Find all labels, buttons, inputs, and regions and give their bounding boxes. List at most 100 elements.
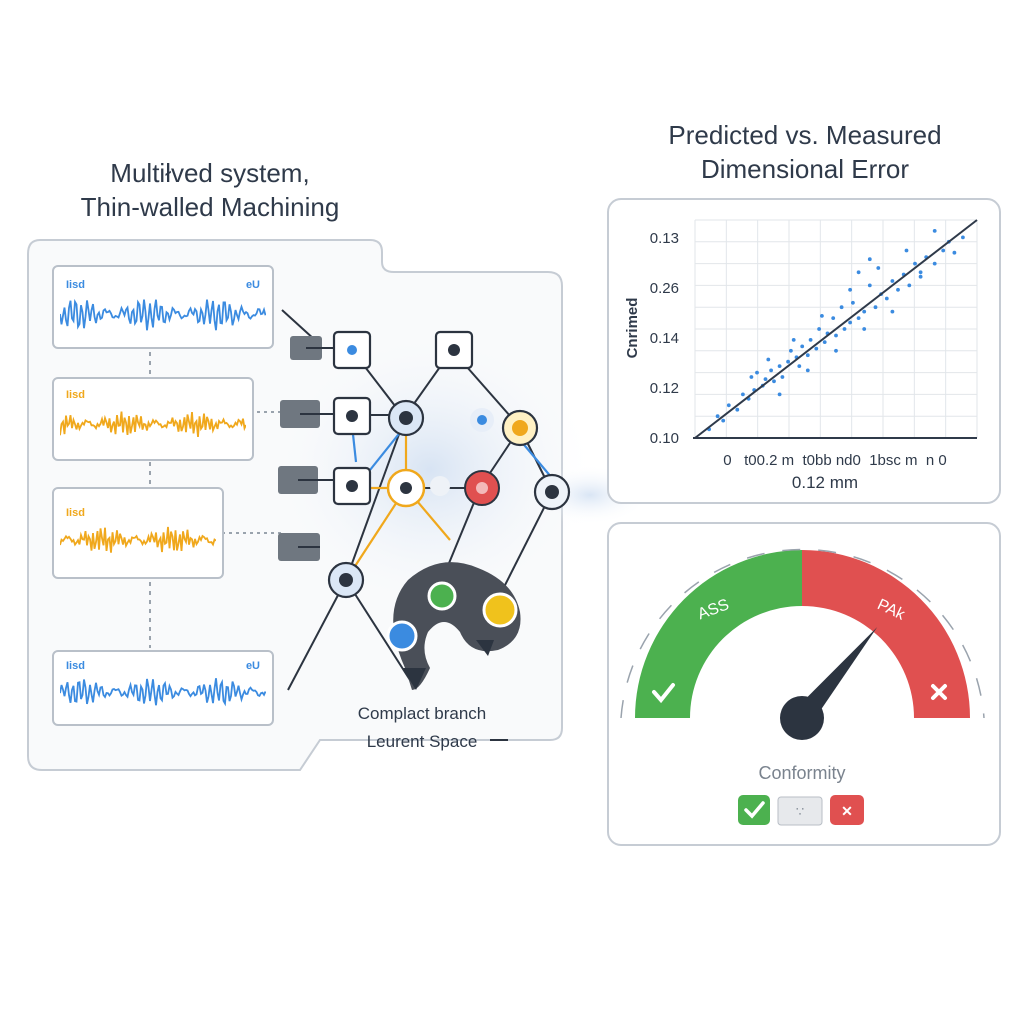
x-axis-ticks: 0 t00.2 m t0bb nd0 1bsc m n 0 — [723, 452, 946, 469]
y-tick-labels: 0.13 0.26 0.14 0.12 0.10 — [650, 230, 679, 447]
status-badge-fail: ✕ — [830, 795, 864, 825]
signal-card-2: Iisd — [52, 377, 254, 461]
data-point — [848, 320, 852, 325]
data-point — [808, 338, 813, 342]
status-badge-fail-icon: ✕ — [841, 803, 853, 819]
data-point — [800, 344, 805, 349]
data-point — [890, 309, 895, 314]
data-point — [805, 368, 810, 373]
data-point — [789, 348, 793, 353]
left-title-line1: Multiłved system, — [110, 158, 310, 188]
signal-tag-right: eU — [245, 660, 260, 672]
check-icon — [744, 801, 765, 819]
data-point — [867, 283, 872, 288]
data-point — [856, 316, 861, 320]
chart-title: Predicted vs. Measured Dimensional Error — [620, 118, 990, 186]
waveform-line — [60, 526, 216, 553]
data-point — [873, 305, 878, 310]
left-title-line2: Thin-walled Machining — [80, 192, 340, 222]
conformity-label: Conformity — [758, 763, 845, 783]
latent-caption: Complact branch Leurent Space — [322, 704, 522, 752]
x-axis-label: 0.12 mm — [792, 473, 858, 492]
data-point — [862, 327, 867, 331]
y-tick-label: 0.13 — [650, 230, 679, 247]
conformity-gauge: ASS PAk Conformity ∵ ✕ — [620, 548, 985, 826]
scatter-chart: 0.13 0.26 0.14 0.12 0.10 Cnrimed 0 t00.2 m t… — [624, 219, 978, 492]
signal-tag-left: Iisd — [66, 279, 85, 291]
data-point — [735, 407, 740, 412]
data-point — [834, 348, 838, 353]
data-point — [848, 287, 852, 292]
signal-card-3: Iisd — [52, 487, 224, 579]
data-point — [856, 270, 861, 275]
data-point — [820, 314, 824, 318]
signal-card-1: Iisd eU — [52, 265, 274, 349]
fit-line — [694, 219, 978, 439]
signal-card-4: Iisd eU — [52, 650, 274, 726]
gauge-hub — [780, 696, 824, 740]
data-point — [805, 353, 810, 358]
data-point — [834, 333, 838, 338]
data-point — [741, 392, 745, 397]
waveform-line — [60, 411, 246, 437]
data-point — [780, 375, 785, 379]
data-point — [904, 248, 909, 253]
signal-tag-right: eU — [245, 279, 260, 291]
status-badge-pass — [738, 795, 770, 825]
gauge-pass-arc — [635, 550, 802, 718]
gauge-fail-arc — [802, 550, 970, 718]
check-icon — [652, 683, 675, 704]
data-point — [896, 287, 900, 292]
data-point — [763, 377, 768, 381]
data-point — [715, 414, 720, 419]
left-title: Multiłved system, Thin-walled Machining — [40, 156, 380, 224]
data-point — [817, 327, 821, 331]
data-point — [749, 375, 754, 379]
signal-tag-left: Iisd — [66, 389, 85, 401]
waveform-line — [60, 678, 266, 707]
waveform-blue — [60, 678, 266, 707]
y-axis-label: Cnrimed — [624, 298, 641, 359]
data-point — [766, 357, 771, 362]
data-point — [814, 346, 819, 351]
data-point — [842, 327, 847, 331]
signal-tag-left: Iisd — [66, 507, 85, 519]
data-point — [721, 418, 726, 423]
data-point — [851, 300, 855, 305]
data-point — [791, 338, 796, 342]
y-tick-label: 0.12 — [650, 380, 679, 397]
data-point — [918, 270, 923, 275]
data-point — [777, 364, 782, 368]
waveform-line — [60, 298, 266, 331]
close-icon — [931, 684, 947, 700]
data-point — [932, 229, 937, 233]
data-point — [839, 305, 844, 310]
data-point — [862, 309, 867, 314]
chart-title-line2: Dimensional Error — [700, 154, 910, 184]
y-tick-label: 0.14 — [650, 330, 679, 347]
latent-caption-line1: Complact branch — [357, 704, 487, 723]
data-point — [884, 296, 889, 301]
latent-caption-line2: Leurent Space — [366, 732, 478, 751]
data-point — [755, 370, 759, 375]
data-point — [952, 250, 957, 255]
chart-panel — [607, 198, 1001, 504]
waveform-blue — [60, 298, 266, 331]
chart-title-line1: Predicted vs. Measured — [668, 120, 942, 150]
signal-tag-left: Iisd — [66, 660, 85, 672]
data-point — [913, 261, 917, 266]
status-badge-neutral: ∵ — [777, 796, 823, 826]
data-point — [797, 364, 802, 368]
y-tick-label: 0.26 — [650, 280, 679, 297]
data-point — [932, 261, 937, 266]
waveform-orange — [60, 526, 216, 553]
data-point — [961, 235, 965, 240]
data-point — [769, 368, 773, 373]
data-point — [777, 392, 782, 397]
data-point — [876, 266, 881, 270]
data-point — [918, 274, 923, 279]
data-point — [786, 359, 790, 364]
y-tick-label: 0.10 — [650, 430, 679, 447]
data-point — [890, 279, 895, 283]
data-point — [772, 379, 776, 384]
